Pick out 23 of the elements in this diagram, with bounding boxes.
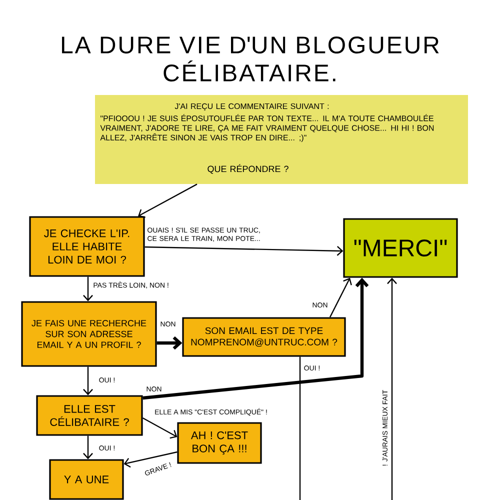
- question-text: QUE RÉPONDRE ?: [208, 164, 288, 174]
- arrow: [124, 451, 178, 468]
- heading-text: J'AI REÇU LE COMMENTAIRE SUIVANT :: [174, 103, 329, 111]
- question-box: JE FAIS UNE RECHERCHE SUR SON ADRESSE EMAIL Y A UN PROFIL ?: [21, 301, 157, 367]
- arrow: [144, 246, 344, 256]
- step-box: AH ! C'EST BON ÇA !!!: [177, 422, 262, 464]
- quote-text: "PFIOOOU ! JE SUIS ÉPOSUTOUFLÉE PAR TON TEXTE... IL M'A TOUTE CHAMBOULÉE VRAIMENT, J'ADORE TE LIRE, ÇA ME FAIT VRAIMENT QUELQUE CHOSE... HI HI ! BON ALLEZ, J'ARRÊTE SINON JE VAIS TROP EN DIRE... ;)": [100, 114, 434, 142]
- question-box: ELLE EST CÉLIBATAIRE ?: [36, 395, 143, 436]
- question-box: SON EMAIL EST DE TYPE NOMPRENOM@UNTRUC.COM ?: [182, 317, 346, 357]
- arrow: [156, 336, 182, 350]
- arrow: [83, 276, 93, 302]
- question-box: JE CHECKE L'IP. ELLE HABITE LOIN DE MOI ?: [29, 216, 145, 277]
- arrow: [83, 436, 93, 460]
- arrow: [329, 278, 352, 318]
- title: LA DURE VIE D'UN BLOGUEUR CÉLIBATAIRE.: [62, 36, 439, 82]
- arrow: [83, 366, 93, 396]
- arrow: [138, 184, 198, 218]
- arrow: [142, 278, 369, 400]
- arrow: [387, 278, 397, 500]
- step-box: Y A UNE: [49, 459, 124, 500]
- line: [299, 356, 301, 500]
- arrow: [142, 417, 178, 439]
- result-box: "MERCI": [343, 218, 458, 278]
